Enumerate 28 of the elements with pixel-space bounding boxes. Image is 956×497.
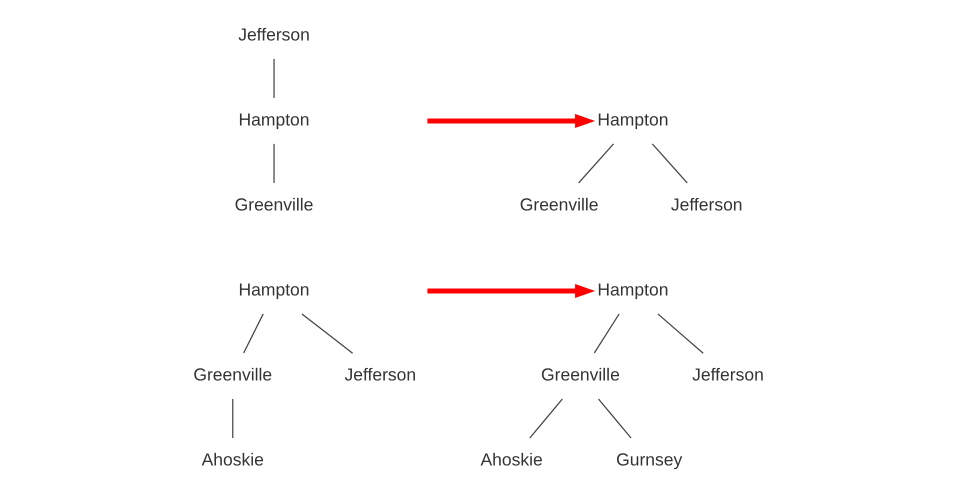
node-text: Hampton (238, 280, 310, 300)
node-text: Ahoskie (480, 450, 542, 470)
connector (578, 143, 614, 184)
node-text: Jefferson (670, 194, 742, 215)
arrow (426, 114, 595, 128)
connector (242, 314, 264, 354)
node-text: Jefferson (344, 364, 416, 385)
node-text: Greenville (192, 364, 272, 385)
node-text: Jefferson (238, 24, 310, 45)
connector (657, 313, 704, 354)
connector (528, 398, 562, 438)
node-text: Hampton (238, 110, 310, 130)
node-text: Hampton (596, 110, 668, 130)
connector (651, 143, 688, 184)
node-text: Greenville (234, 194, 313, 215)
connector (232, 399, 233, 438)
connector (593, 314, 620, 354)
node-text: Gurnsey (616, 450, 682, 470)
node-text: Greenville (540, 364, 620, 385)
connector (272, 58, 274, 98)
node-text: Ahoskie (201, 450, 264, 470)
node-text: Jefferson (692, 364, 764, 385)
connector (598, 398, 631, 438)
connector (301, 313, 352, 354)
node-text: Greenville (519, 194, 598, 215)
connector (272, 144, 274, 183)
node-text: Hampton (596, 280, 668, 300)
arrow (426, 284, 595, 298)
